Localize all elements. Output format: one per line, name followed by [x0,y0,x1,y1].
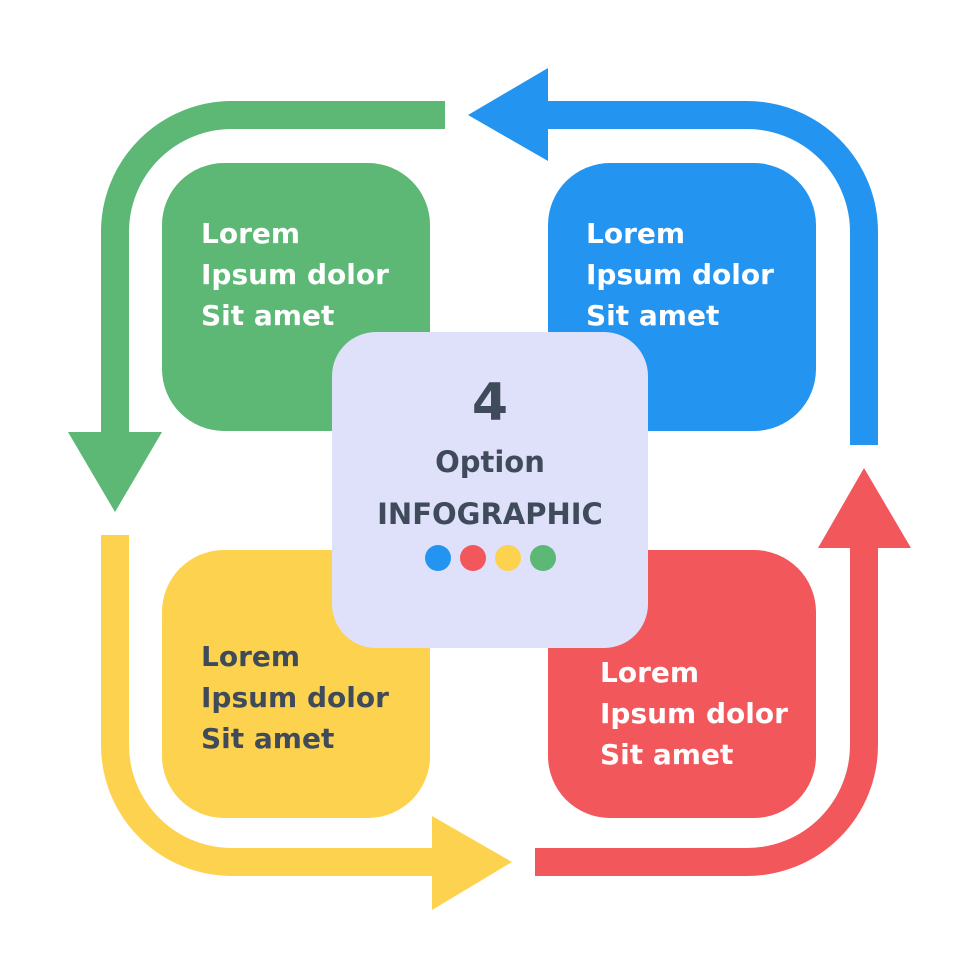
option-box-yellow-line-2: Ipsum dolor [201,681,389,714]
dot-green [529,545,556,571]
center-number: 4 [471,373,509,433]
dot-yellow [494,545,521,571]
color-dots [332,545,648,571]
blue-arrow-icon [468,68,878,445]
option-box-red: Lorem Ipsum dolor Sit amet [548,550,816,818]
option-box-blue-line-3: Sit amet [586,299,720,332]
option-box-green-line-1: Lorem [201,217,301,250]
center-subtitle: Option [435,445,545,479]
option-box-green-text: Lorem Ipsum dolor Sit amet [201,213,389,336]
option-box-green-line-2: Ipsum dolor [201,258,389,291]
option-box-green: Lorem Ipsum dolor Sit amet [162,163,430,431]
dot-blue [424,545,451,571]
option-box-blue: Lorem Ipsum dolor Sit amet [548,163,816,431]
green-arrow-icon [68,101,445,512]
option-box-yellow-text: Lorem Ipsum dolor Sit amet [201,636,389,759]
dot-red [459,545,486,571]
option-box-yellow-line-3: Sit amet [201,722,335,755]
option-box-red-line-3: Sit amet [600,738,734,771]
option-box-red-text: Lorem Ipsum dolor Sit amet [600,652,788,775]
option-box-green-line-3: Sit amet [201,299,335,332]
option-box-blue-text: Lorem Ipsum dolor Sit amet [586,213,774,336]
option-box-yellow-line-1: Lorem [201,640,301,673]
option-box-blue-line-2: Ipsum dolor [586,258,774,291]
red-arrow-icon [535,468,911,876]
option-box-yellow: Lorem Ipsum dolor Sit amet [162,550,430,818]
option-box-red-line-1: Lorem [600,656,700,689]
center-panel: 4 Option INFOGRAPHIC [332,332,648,648]
yellow-arrow-icon [101,535,512,910]
option-box-blue-line-1: Lorem [586,217,686,250]
center-title: INFOGRAPHIC [377,497,603,531]
option-box-red-line-2: Ipsum dolor [600,697,788,730]
